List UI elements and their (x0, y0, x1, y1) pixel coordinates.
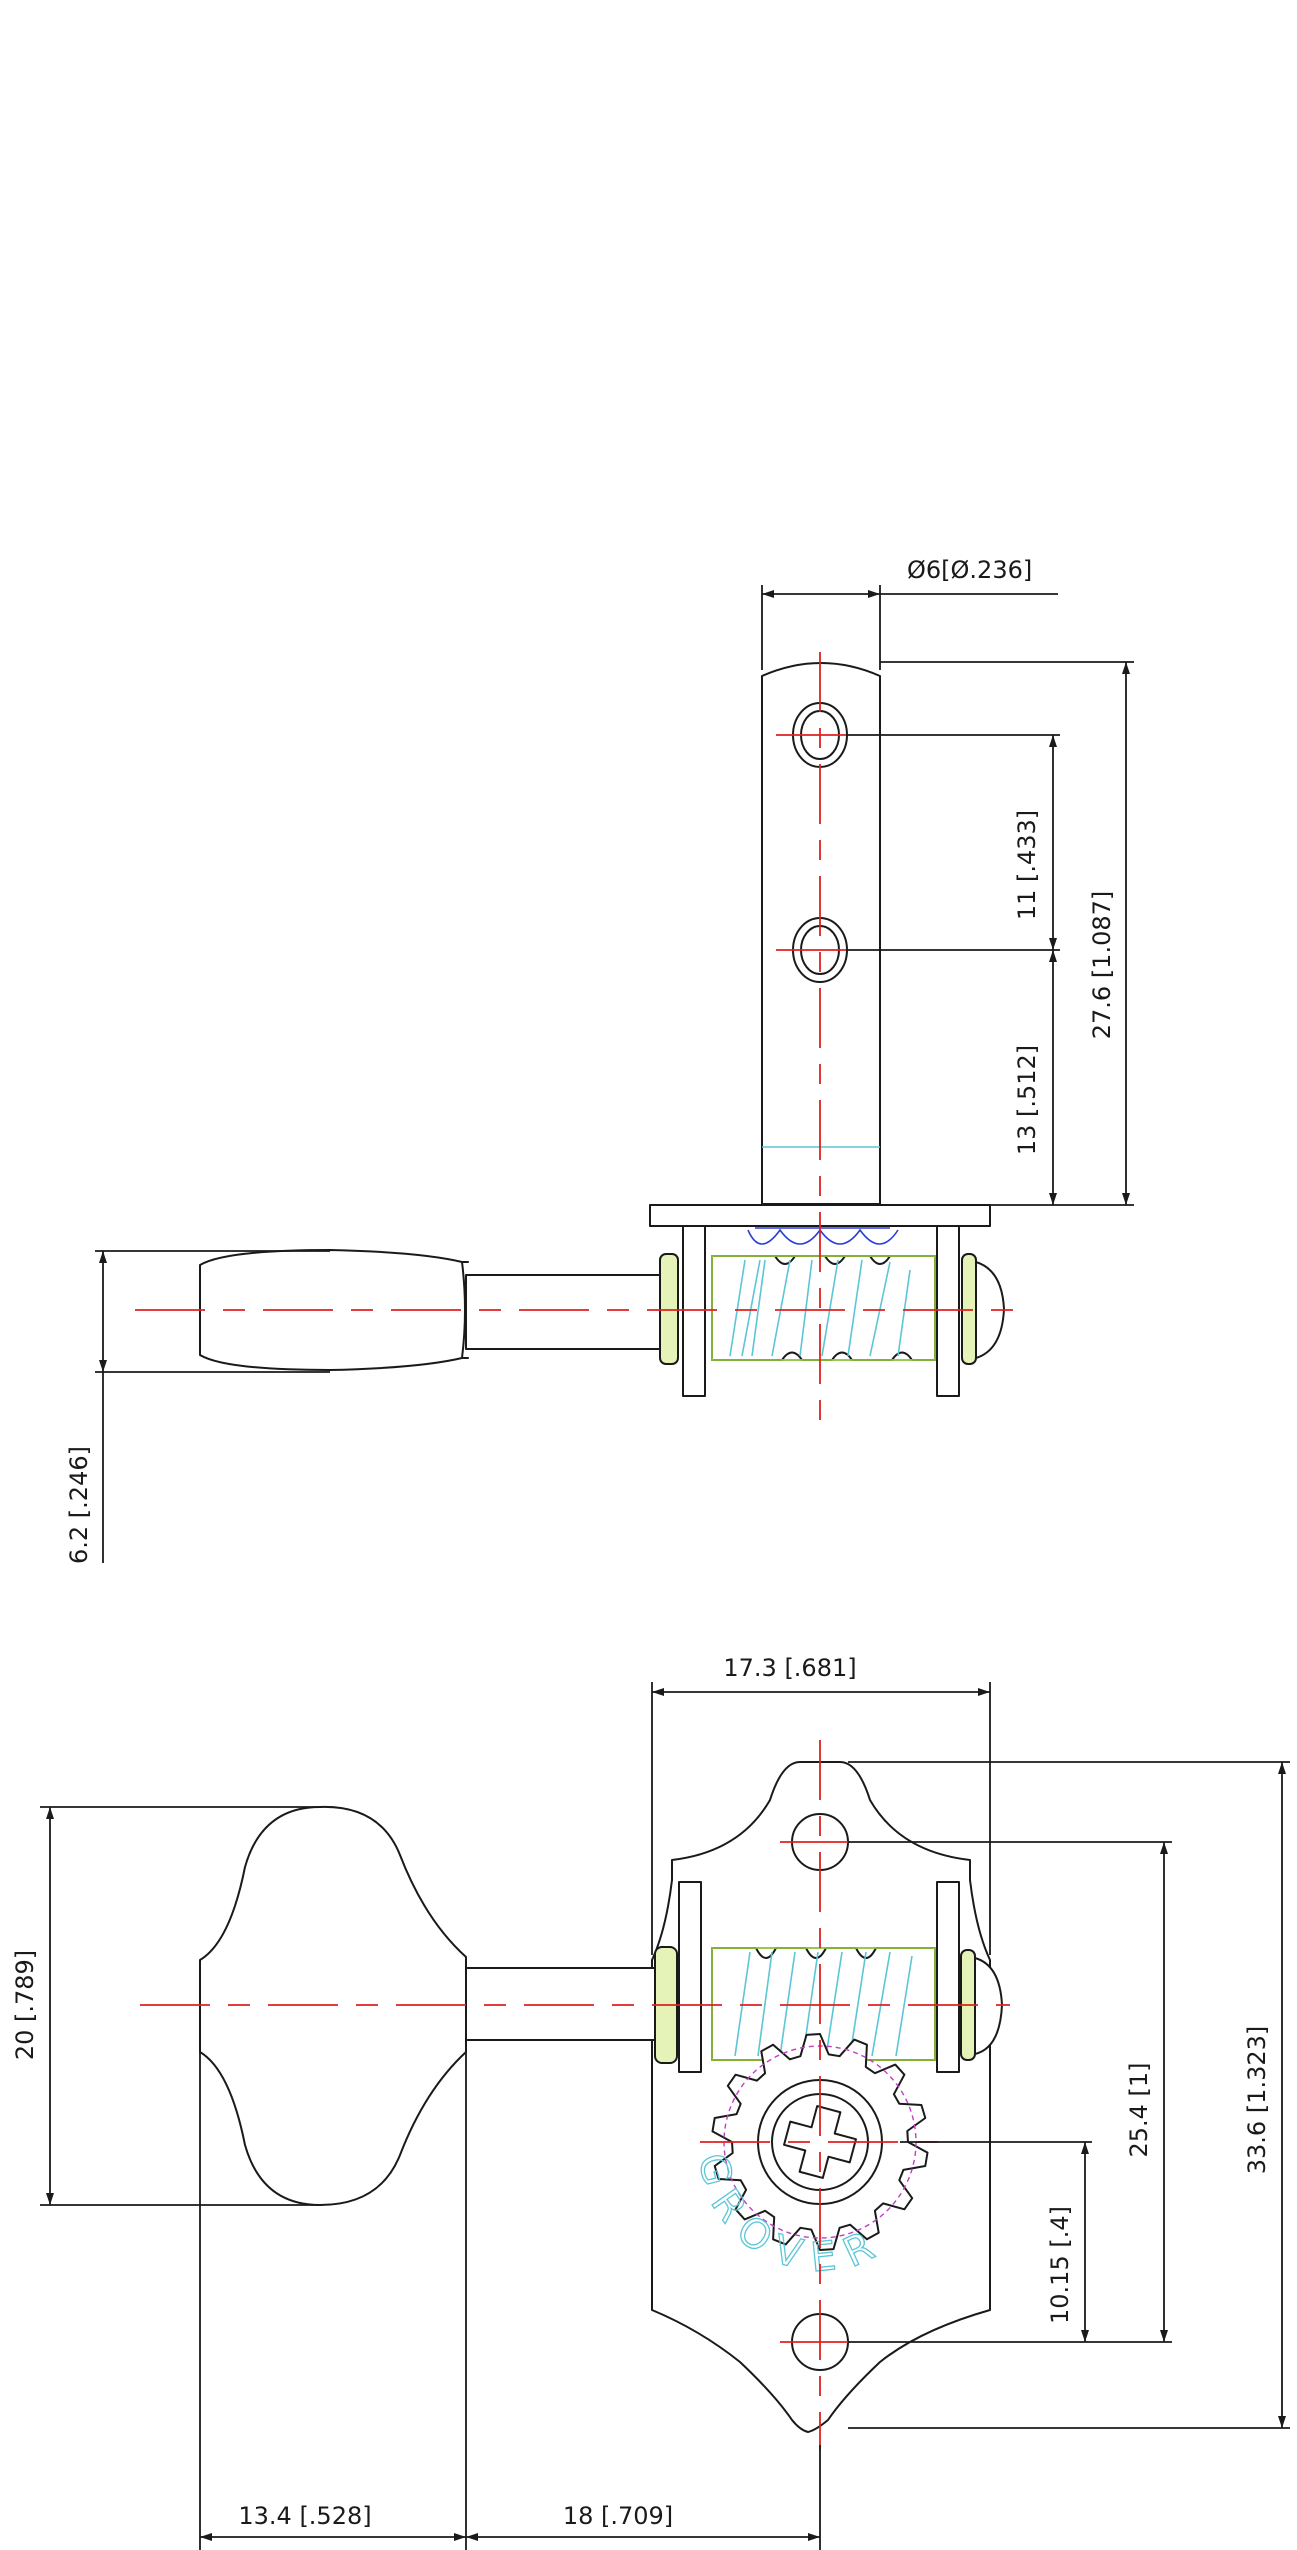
gear-offset-label: 10.15 [.4] (1046, 2206, 1074, 2324)
dimension-button-height: 20 [.789] (11, 1806, 322, 2206)
button-thickness-label: 6.2 [.246] (65, 1446, 93, 1564)
side-view (135, 652, 1020, 1420)
button-length-label: 13.4 [.528] (238, 2502, 371, 2530)
bushing-right-side (961, 1253, 977, 1365)
dimension-mount-hole-spacing: 25.4 [1] (848, 1841, 1172, 2343)
dimension-post-height: 27.6 [1.087] (880, 661, 1134, 1206)
worm-gear-side (711, 1255, 936, 1361)
shaft-side (465, 1274, 661, 1350)
dimension-hole-to-base: 13 [.512] (1013, 950, 1057, 1205)
button-front (199, 1805, 467, 2206)
dimension-gear-offset: 10.15 [.4] (900, 2141, 1092, 2342)
dimension-button-thickness: 6.2 [.246] (65, 1250, 330, 1564)
shaft-front (465, 1967, 656, 2041)
dimension-post-diameter: Ø6[Ø.236] (761, 556, 1058, 670)
shaft-end-cap (975, 1261, 1005, 1359)
post-diameter-label: Ø6[Ø.236] (907, 556, 1032, 584)
plate-width-label: 17.3 [.681] (723, 1654, 856, 1682)
dimension-button-length: 13.4 [.528] (199, 2052, 467, 2550)
dimension-plate-width: 17.3 [.681] (651, 1654, 991, 1955)
bushing-left-side (659, 1253, 679, 1365)
front-view: GROVER (140, 1740, 1010, 2450)
dimension-hole-spacing: 11 [.433] (848, 734, 1060, 951)
post-height-label: 27.6 [1.087] (1088, 891, 1116, 1040)
button-height-label: 20 [.789] (11, 1950, 39, 2060)
mount-hole-spacing-label: 25.4 [1] (1125, 2062, 1153, 2157)
screw-head-cross-icon (783, 2105, 857, 2179)
string-post (761, 662, 881, 1205)
dimension-plate-height: 33.6 [1.323] (848, 1761, 1290, 2429)
shaft-length-label: 18 [.709] (563, 2502, 673, 2530)
dimension-shaft-length: 18 [.709] (466, 2445, 821, 2550)
plate-height-label: 33.6 [1.323] (1243, 2026, 1271, 2175)
worm-gear-front (711, 1947, 936, 2061)
hole-to-base-label: 13 [.512] (1013, 1045, 1041, 1155)
hole-spacing-label: 11 [.433] (1013, 810, 1041, 920)
gear-teeth-side (747, 1227, 899, 1245)
